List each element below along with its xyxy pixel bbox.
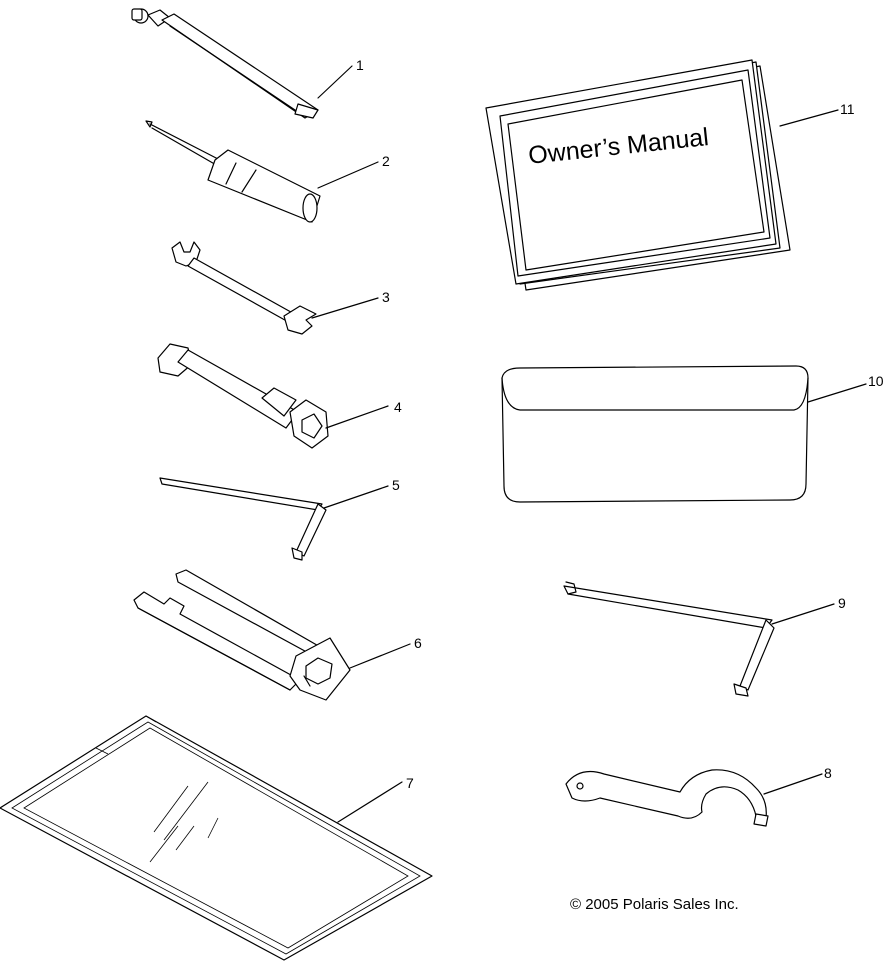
- callout-2: 2: [382, 153, 390, 169]
- spanner-wrench-icon: [565, 769, 823, 827]
- callout-4: 4: [394, 399, 402, 415]
- open-end-wrench-icon: [171, 241, 379, 335]
- callout-7: 7: [406, 775, 414, 791]
- spark-plug-socket-wrench-icon: [157, 343, 389, 449]
- callout-8: 8: [824, 765, 832, 781]
- owners-manual-icon: [485, 59, 839, 291]
- callout-9: 9: [838, 595, 846, 611]
- callout-10: 10: [868, 373, 884, 389]
- copyright-text: © 2005 Polaris Sales Inc.: [570, 896, 739, 913]
- tire-pressure-gauge-icon: [131, 8, 353, 119]
- callout-1: 1: [356, 57, 364, 73]
- tool-holder-wrench-icon: [133, 569, 411, 701]
- callout-3: 3: [382, 289, 390, 305]
- large-hex-key-icon: [563, 581, 835, 697]
- callout-11: 11: [840, 101, 855, 117]
- callout-6: 6: [414, 635, 422, 651]
- screwdriver-icon: [145, 120, 379, 223]
- clear-plastic-sleeve-icon: [0, 715, 433, 961]
- small-hex-key-icon: [159, 477, 389, 561]
- callout-5: 5: [392, 477, 400, 493]
- tool-pouch-icon: [501, 365, 867, 503]
